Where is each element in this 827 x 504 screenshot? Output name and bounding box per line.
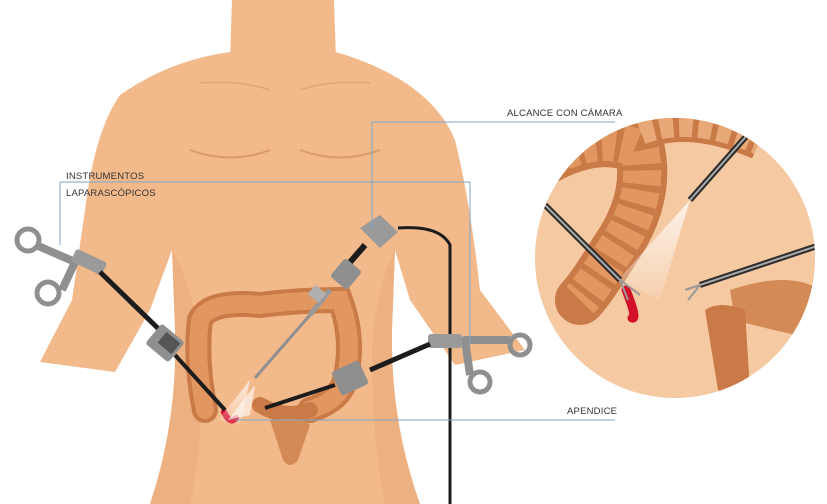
appendix-label: APENDICE [567, 406, 617, 417]
camera-scope-label: ALCANCE CON CÁMARA [507, 108, 623, 119]
instruments-label-line1: INSTRUMENTOS [66, 171, 144, 182]
magnifier-circle-icon [535, 118, 820, 398]
instruments-label-line2: LAPARASCÓPICOS [66, 188, 156, 199]
